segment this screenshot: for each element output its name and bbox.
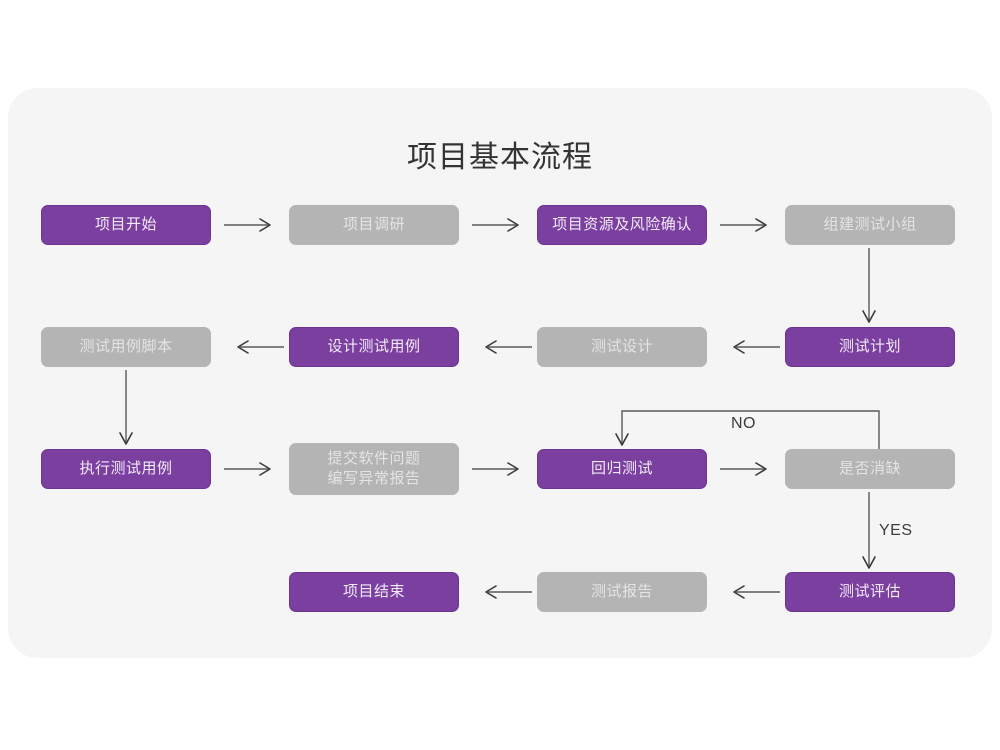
node-submit-defect-report[interactable]: 提交软件问题 编写异常报告	[289, 443, 459, 495]
node-test-design[interactable]: 测试设计	[537, 327, 707, 367]
node-resource-risk-confirm[interactable]: 项目资源及风险确认	[537, 205, 707, 245]
node-project-research[interactable]: 项目调研	[289, 205, 459, 245]
edge-label-no: NO	[731, 415, 756, 432]
node-project-end[interactable]: 项目结束	[289, 572, 459, 612]
node-test-plan[interactable]: 测试计划	[785, 327, 955, 367]
node-test-evaluation[interactable]: 测试评估	[785, 572, 955, 612]
node-execute-test-cases[interactable]: 执行测试用例	[41, 449, 211, 489]
flowchart-card	[8, 88, 992, 658]
node-defect-cleared-decision[interactable]: 是否消缺	[785, 449, 955, 489]
node-regression-test[interactable]: 回归测试	[537, 449, 707, 489]
node-build-test-team[interactable]: 组建测试小组	[785, 205, 955, 245]
node-test-case-script[interactable]: 测试用例脚本	[41, 327, 211, 367]
node-project-start[interactable]: 项目开始	[41, 205, 211, 245]
node-design-test-cases[interactable]: 设计测试用例	[289, 327, 459, 367]
node-test-report[interactable]: 测试报告	[537, 572, 707, 612]
page-title: 项目基本流程	[407, 141, 593, 174]
edge-label-yes: YES	[879, 522, 913, 539]
